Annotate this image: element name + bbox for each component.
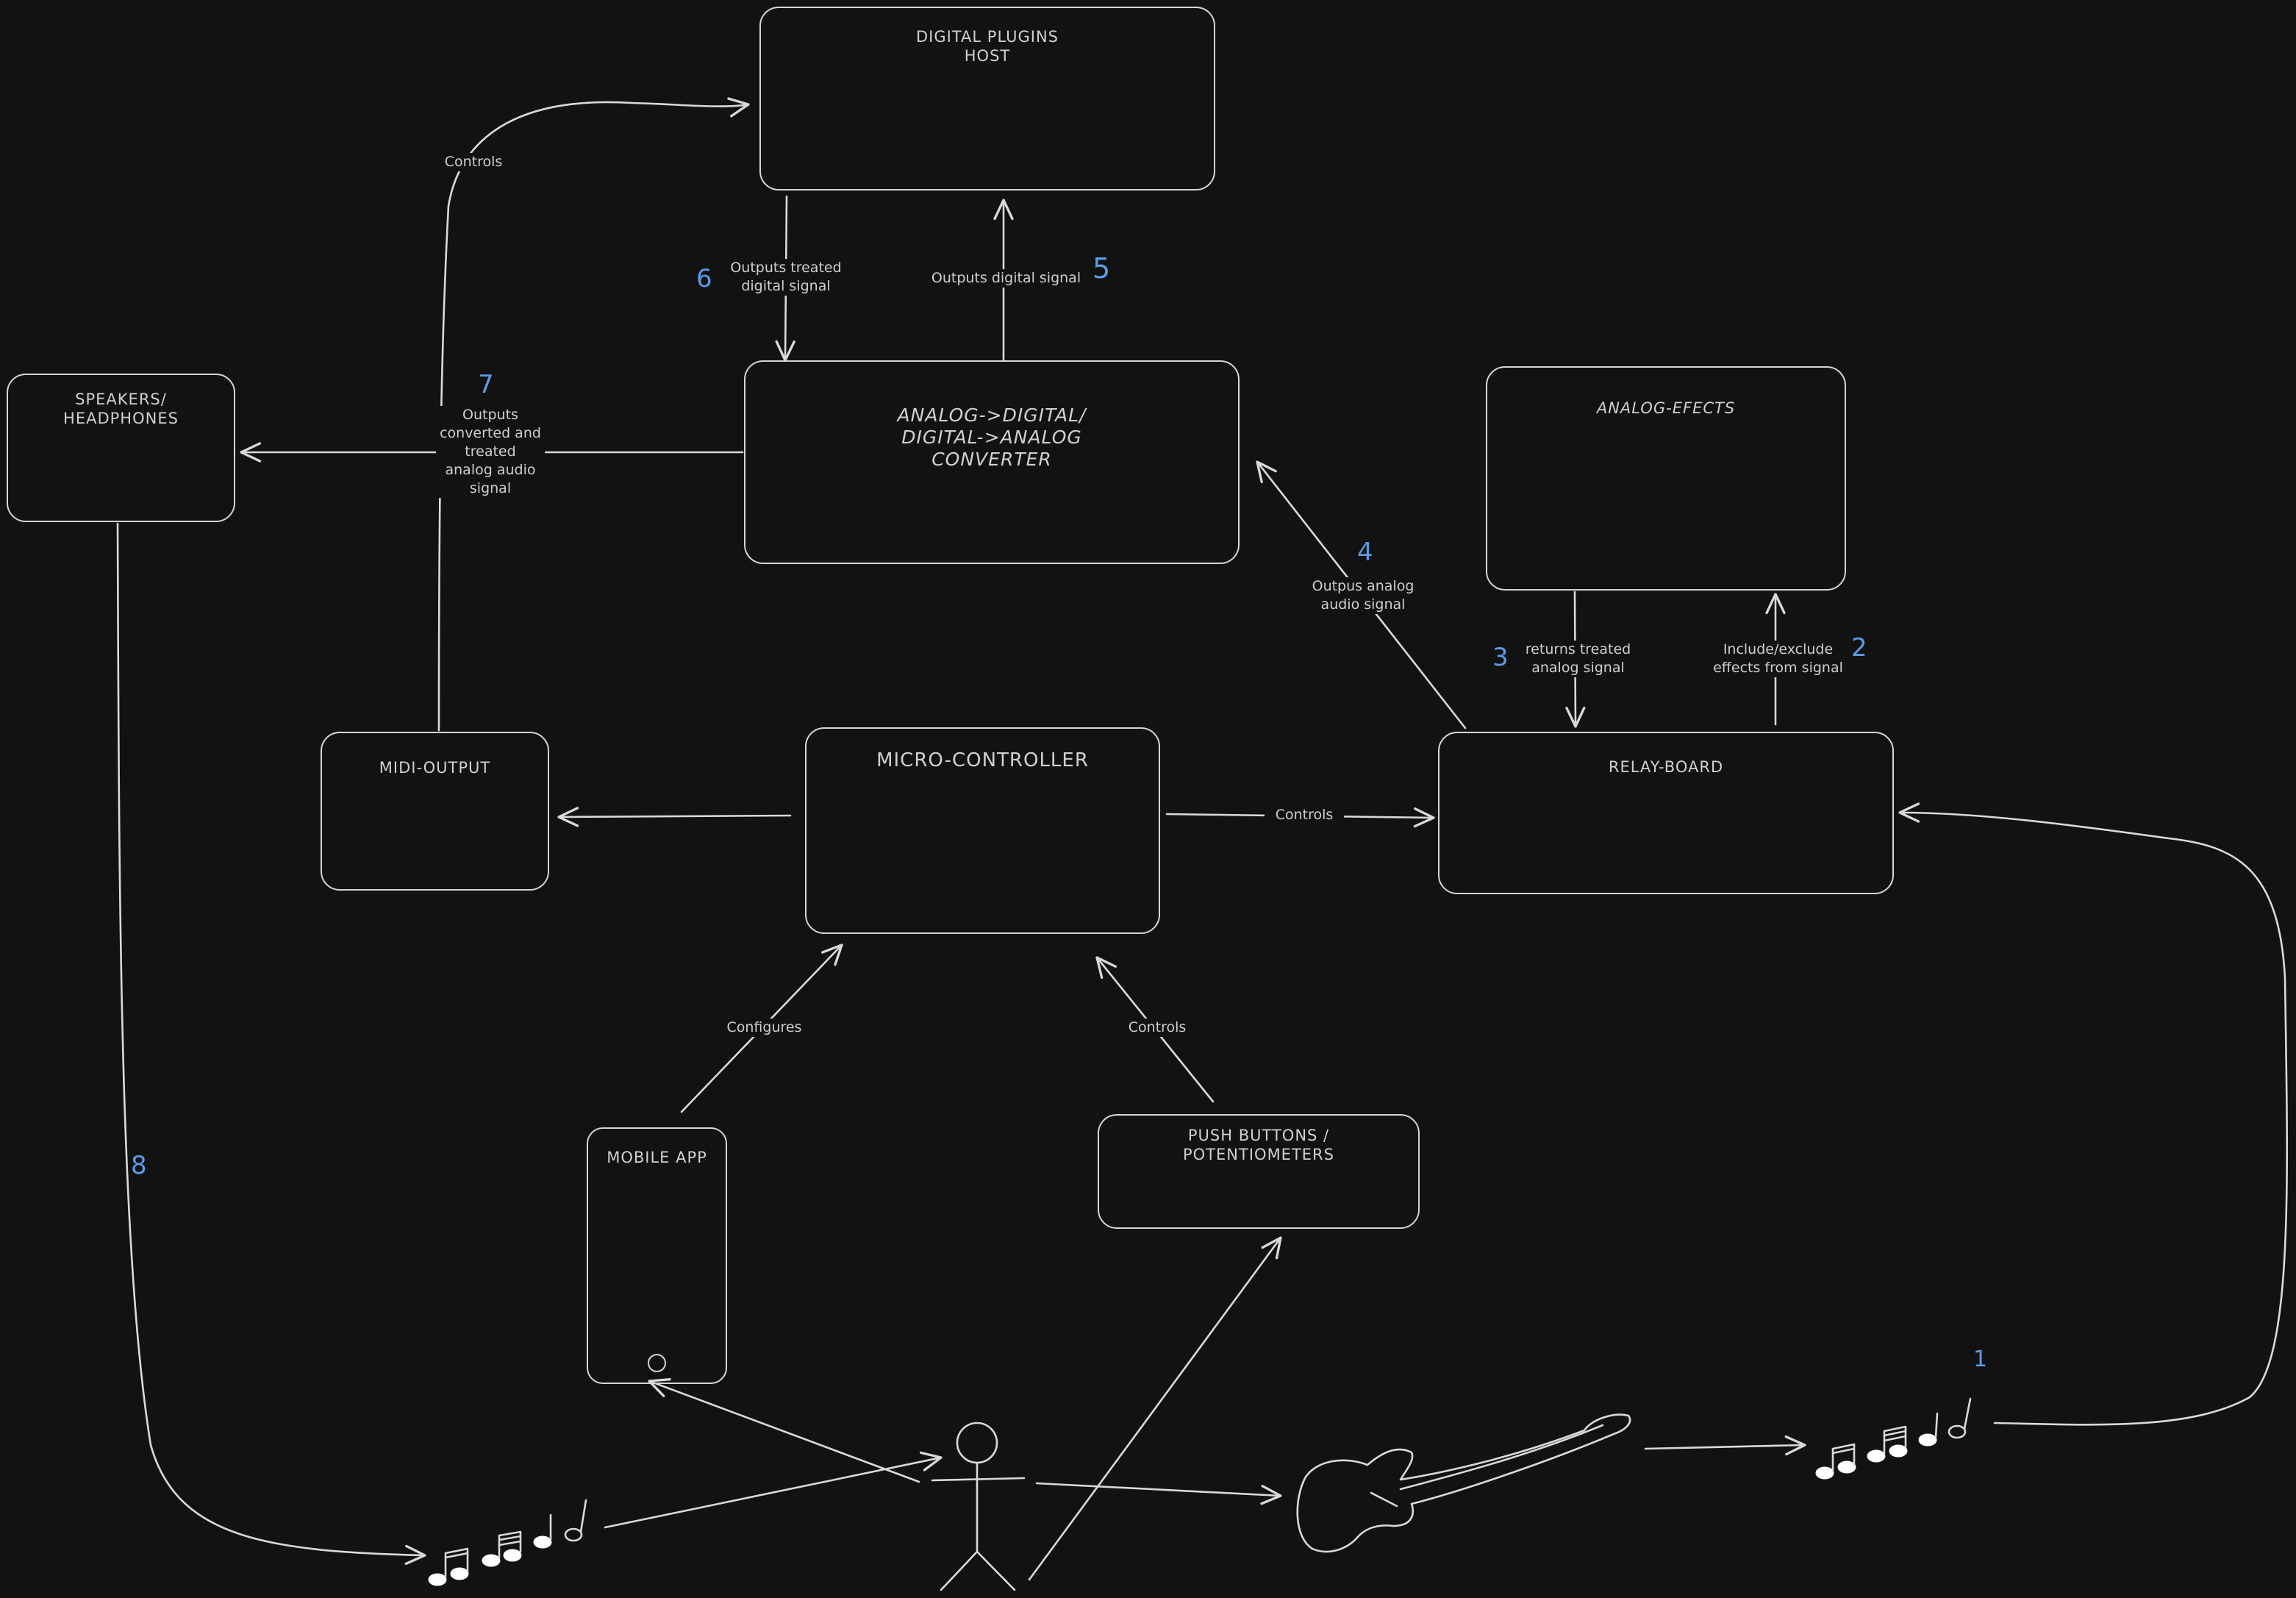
push-buttons-title: PUSH BUTTONS / POTENTIOMETERS: [1183, 1127, 1334, 1163]
arrow-speakers-to-notes: [116, 522, 425, 1555]
label-outputs-converted: Outputs converted and treated analog aud…: [436, 406, 545, 498]
midi-output-box: MIDI-OUTPUT: [321, 732, 549, 891]
step-number-7: 7: [478, 370, 494, 399]
step-number-8: 8: [131, 1151, 147, 1180]
label-returns-treated: returns treated analog signal: [1511, 641, 1645, 677]
arrow-person-to-guitar: [1035, 1482, 1281, 1496]
label-outputs-treated-digital: Outputs treated digital signal: [717, 259, 855, 296]
step-number-6: 6: [696, 264, 712, 293]
digital-plugins-host-title: DIGITAL PLUGINS HOST: [916, 28, 1059, 65]
push-buttons-box: PUSH BUTTONS / POTENTIOMETERS: [1098, 1114, 1420, 1229]
phone-home-button-icon: [648, 1354, 666, 1372]
relay-board-title: RELAY-BOARD: [1608, 758, 1724, 776]
speakers-box: SPEAKERS/ HEADPHONES: [7, 374, 235, 522]
step-number-4: 4: [1357, 538, 1373, 567]
arrow-guitar-to-notes: [1644, 1445, 1805, 1449]
mobile-app-box: MOBILE APP: [587, 1127, 727, 1384]
label-configures: Configures: [719, 1019, 809, 1037]
step-number-2: 2: [1851, 633, 1867, 663]
arrow-notes-to-person: [604, 1458, 941, 1529]
converter-box: ANALOG->DIGITAL/ DIGITAL->ANALOG CONVERT…: [744, 360, 1240, 564]
step-number-3: 3: [1492, 643, 1509, 672]
speakers-title: SPEAKERS/ HEADPHONES: [63, 390, 179, 427]
converter-title: ANALOG->DIGITAL/ DIGITAL->ANALOG CONVERT…: [897, 404, 1087, 470]
label-outputs-digital: Outputs digital signal: [920, 269, 1092, 288]
arrow-person-to-app: [649, 1381, 920, 1483]
midi-output-title: MIDI-OUTPUT: [379, 759, 491, 777]
analog-effects-title: ANALOG-EFECTS: [1596, 399, 1736, 417]
step-number-1: 1: [1973, 1346, 1988, 1372]
step-number-5: 5: [1092, 252, 1111, 285]
label-controls-relay: Controls: [1265, 806, 1344, 824]
micro-controller-title: MICRO-CONTROLLER: [876, 749, 1089, 771]
micro-controller-box: MICRO-CONTROLLER: [805, 727, 1160, 934]
digital-plugins-host-box: DIGITAL PLUGINS HOST: [759, 7, 1215, 190]
arrow-micro-to-midi: [559, 816, 792, 817]
analog-effects-box: ANALOG-EFECTS: [1486, 366, 1846, 591]
stick-figure-icon: [931, 1422, 1026, 1591]
label-controls-plugins: Controls: [434, 153, 513, 171]
music-notes-icon: [1815, 1397, 1972, 1480]
arrow-notes-to-relay: [1900, 813, 2289, 1426]
relay-board-box: RELAY-BOARD: [1438, 732, 1894, 894]
mobile-app-title: MOBILE APP: [607, 1149, 707, 1166]
music-notes-icon: [428, 1499, 587, 1586]
arrow-person-to-buttons: [1028, 1238, 1281, 1581]
label-controls-buttons: Controls: [1117, 1019, 1197, 1037]
label-include-exclude: Include/exclude effects from signal: [1700, 641, 1856, 677]
label-outputs-analog: Outpus analog audio signal: [1298, 577, 1428, 614]
arrow-midi-to-plugins: [437, 102, 748, 732]
electric-guitar-icon: [1296, 1413, 1631, 1553]
